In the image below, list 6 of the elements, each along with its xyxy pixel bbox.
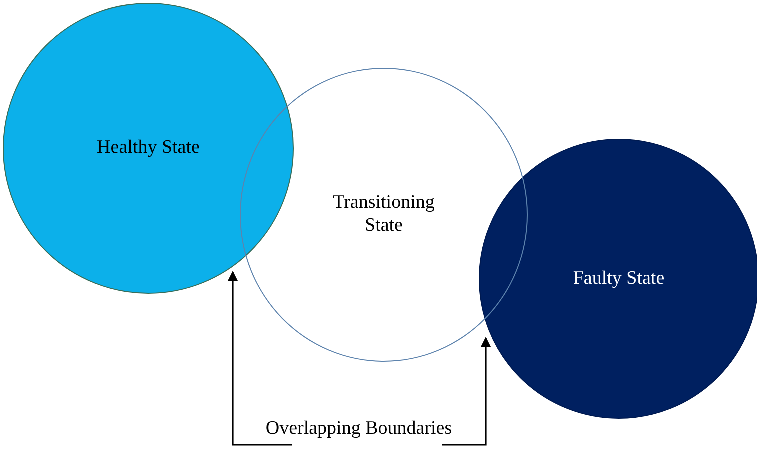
state-label: Healthy State	[97, 137, 200, 160]
state-label: Faulty State	[573, 268, 665, 290]
state-label: Transitioning State	[332, 192, 436, 238]
leader-arrow	[442, 337, 491, 446]
leader-arrow	[228, 271, 292, 446]
annotation-label: Overlapping Boundaries	[266, 418, 452, 440]
